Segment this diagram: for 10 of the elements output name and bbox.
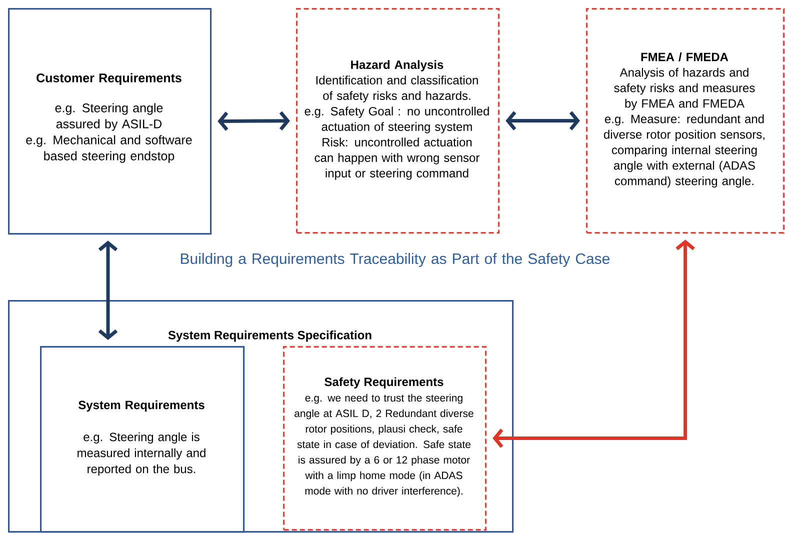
analysis-box: FMEA / FMEDA Analysis of hazards and safety risks and measures by FMEA and FMEDA e.g. Measure: redundant and diverse rotor position sensors, comparing internal steering angle with external (ADAS command) steering angle.	[586, 8, 785, 234]
arrow	[98, 240, 118, 340]
requirements-box: System Requirements e.g. Steering angle is measured internally and reported on the bus.	[40, 346, 245, 533]
analysis-box: Hazard Analysis Identification and classification of safety risks and hazards. e.g. Safety Goal : no uncontrolled actuation of steering system Risk: uncontrolled actuation can happen with wrong sensor input or steering command	[296, 8, 500, 234]
arrow	[506, 111, 580, 130]
arrow	[492, 240, 695, 448]
arrow	[218, 111, 290, 131]
analysis-box: Safety Requirements e.g. we need to trust the steering angle at ASIL D, 2 Redundant diverse rotor positions, plausi check, safe state in case of deviation. Safe state is assured by a 6 or 12 phase motor with a limp home mode (in ADAS mode with no driver interference).	[283, 346, 487, 531]
requirements-box: Customer Requirements e.g. Steering angle assured by ASIL-D e.g. Mechanical and software based steering endstop	[8, 8, 212, 235]
diagram-title: Building a Requirements Traceability as Part of the Safety Case	[181, 253, 610, 267]
